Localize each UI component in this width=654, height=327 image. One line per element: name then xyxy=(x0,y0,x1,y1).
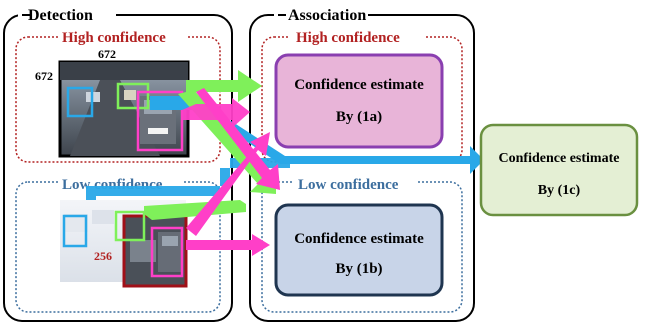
confidence-box-1c: Confidence estimate By (1c) xyxy=(479,123,639,217)
box-1a-title: Confidence estimate xyxy=(294,77,424,93)
box-1c-title: Confidence estimate xyxy=(499,151,620,166)
arrow-magenta-low-to-1b xyxy=(186,234,270,256)
detection-box-magenta-high xyxy=(136,90,184,152)
box-1b-title: Confidence estimate xyxy=(294,231,424,247)
confidence-box-1a: Confidence estimate By (1a) xyxy=(274,53,444,149)
arrow-blue-high-to-1c xyxy=(150,96,484,174)
arrow-green-low-to-1a xyxy=(144,200,246,220)
low-image-height-label: 256 xyxy=(94,249,112,263)
arrow-green-high-to-1a xyxy=(186,70,262,102)
association-title: Association xyxy=(288,7,366,24)
detection-box-blue-high xyxy=(66,86,94,118)
confidence-box-1b: Confidence estimate By (1b) xyxy=(274,203,444,297)
detection-title: Detection xyxy=(28,7,93,24)
arrow-blue-low-to-1c xyxy=(86,158,290,200)
high-image-width-label: 672 xyxy=(98,47,116,61)
detection-box-blue-low xyxy=(62,214,88,248)
high-confidence-label-association: High confidence xyxy=(296,30,400,46)
arrow-magenta-low-to-1a xyxy=(186,132,270,236)
box-1a-formula: By (1a) xyxy=(336,109,382,125)
arrow-magenta-high-to-1b xyxy=(196,88,280,190)
box-1c-formula: By (1c) xyxy=(538,183,581,198)
low-confidence-label-association: Low confidence xyxy=(298,177,399,193)
high-image-height-label: 672 xyxy=(35,69,53,83)
detection-box-magenta-low xyxy=(150,226,184,278)
box-1b-formula: By (1b) xyxy=(335,261,382,277)
detection-box-green-high xyxy=(116,82,150,110)
high-confidence-label-detection: High confidence xyxy=(62,30,166,46)
detection-box-green-low xyxy=(114,210,146,242)
